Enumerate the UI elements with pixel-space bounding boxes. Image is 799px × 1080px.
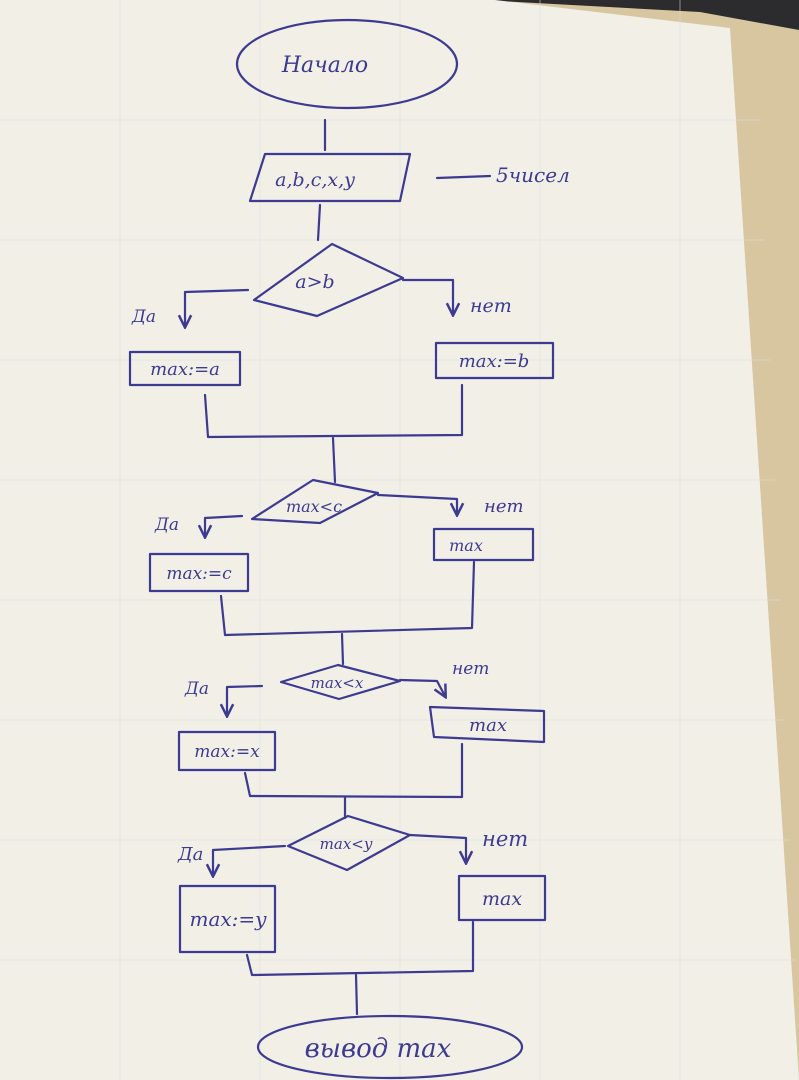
decision-diamond-1 [252,242,405,318]
input-label: a,b,c,x,y [275,169,355,191]
decision-1-label: a>b [295,271,334,293]
yes-label-1: Да [131,307,156,327]
start-terminator [235,18,459,110]
process-box-3-no [428,705,546,744]
merge-4 [245,920,475,977]
process-1-yes-label: max:=a [150,359,220,380]
no-label-1: нет [470,295,512,317]
yes-label-3: Да [184,679,209,699]
process-1-no-label: max:=b [459,351,530,372]
yes-label-4: Да [177,844,203,865]
connector [316,203,322,242]
process-4-no-label: max [482,888,522,910]
yes-branch-1 [185,288,250,326]
no-branch-1 [401,278,453,314]
end-terminator [256,1014,524,1080]
merge-3 [243,742,464,799]
no-label-2: нет [484,496,524,517]
start-label: Начало [281,53,368,78]
process-3-no-label: max [469,715,507,736]
yes-branch-2 [205,514,244,536]
no-branch-3 [398,678,445,696]
yes-branch-3 [227,684,264,715]
process-box-4-yes [178,884,277,954]
decision-4-label: max<y [320,835,373,853]
end-label: вывод max [305,1034,452,1064]
process-box-3-yes [177,730,277,772]
input-note-dash [435,174,492,180]
no-label-4: нет [482,827,528,851]
yes-branch-4 [213,844,287,875]
input-parallelogram [248,152,412,203]
decision-diamond-2 [250,478,380,525]
decision-2-label: max<c [286,497,342,516]
no-branch-2 [376,493,457,514]
process-box-4-no [457,874,547,922]
process-4-yes-label: max:=y [190,907,268,931]
process-2-no-label: max [449,536,483,555]
dark-corner [480,0,799,30]
connector [331,436,337,484]
no-branch-4 [408,833,466,862]
yes-label-2: Да [154,515,179,535]
connector [354,973,359,1016]
decision-3-label: max<x [311,674,364,692]
process-box-2-yes [148,552,250,593]
input-note: 5чисел [496,163,570,187]
process-2-yes-label: max:=c [166,564,232,584]
merge-1 [203,383,464,439]
merge-2 [219,560,476,637]
process-box-1-no [434,341,555,380]
process-3-yes-label: max:=x [194,742,260,762]
process-box-2-no [432,527,535,562]
connector [340,632,345,666]
no-label-3: нет [452,659,489,679]
process-box-1-yes [128,350,242,387]
